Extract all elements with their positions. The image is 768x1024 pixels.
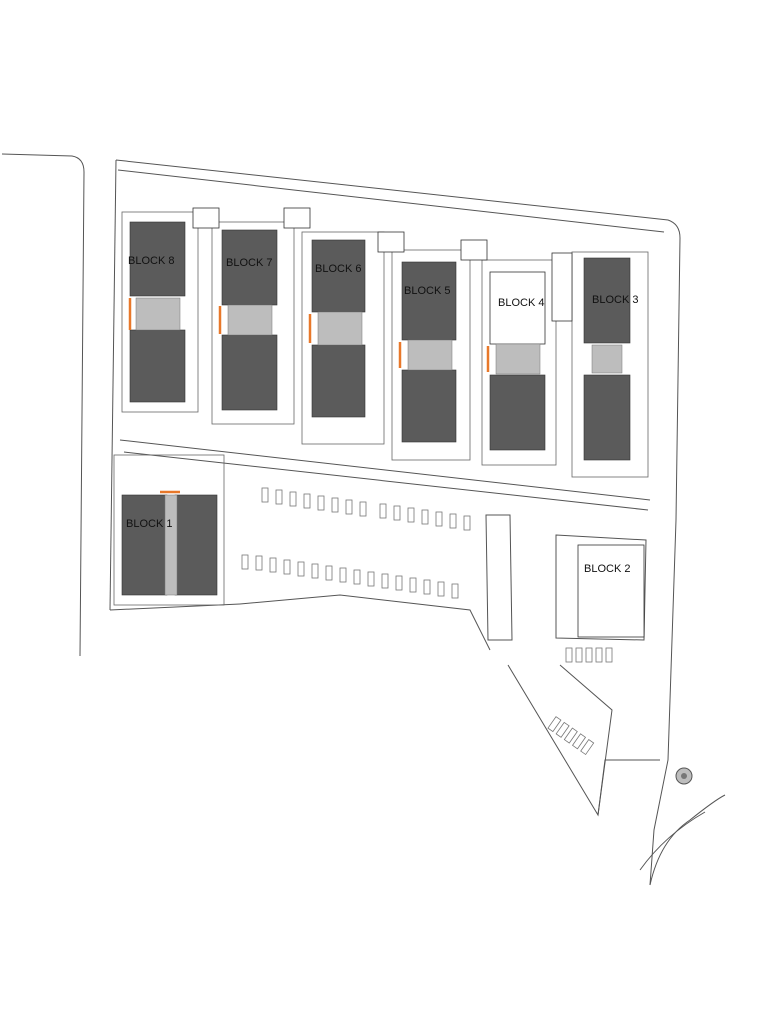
- corridors: [135, 297, 623, 596]
- block-label: BLOCK 1: [126, 518, 172, 530]
- block-label: BLOCK 5: [404, 285, 450, 297]
- parking-row-lower: [241, 554, 459, 599]
- block4-upper-building: [489, 271, 546, 345]
- block2-building: [577, 544, 645, 638]
- buildings: [121, 221, 631, 596]
- block-labels: BLOCK 8 BLOCK 7 BLOCK 6 BLOCK 5 BLOCK 4 …: [126, 255, 638, 575]
- block-label: BLOCK 7: [226, 257, 272, 269]
- lot-outlines: [113, 211, 649, 606]
- stair-markers: [128, 298, 490, 494]
- block-label: BLOCK 8: [128, 255, 174, 267]
- site-boundary: [1, 153, 726, 886]
- parking-cars: [241, 487, 613, 756]
- parking-row-block2: [565, 647, 613, 663]
- parking-row-upper: [261, 487, 471, 531]
- roundabout: [675, 767, 693, 785]
- block-label: BLOCK 2: [584, 563, 630, 575]
- utility-rooms: [192, 207, 573, 322]
- block-label: BLOCK 4: [498, 297, 544, 309]
- block-label: BLOCK 6: [315, 263, 361, 275]
- block-label: BLOCK 3: [592, 294, 638, 306]
- parking-row-diagonal: [547, 716, 595, 756]
